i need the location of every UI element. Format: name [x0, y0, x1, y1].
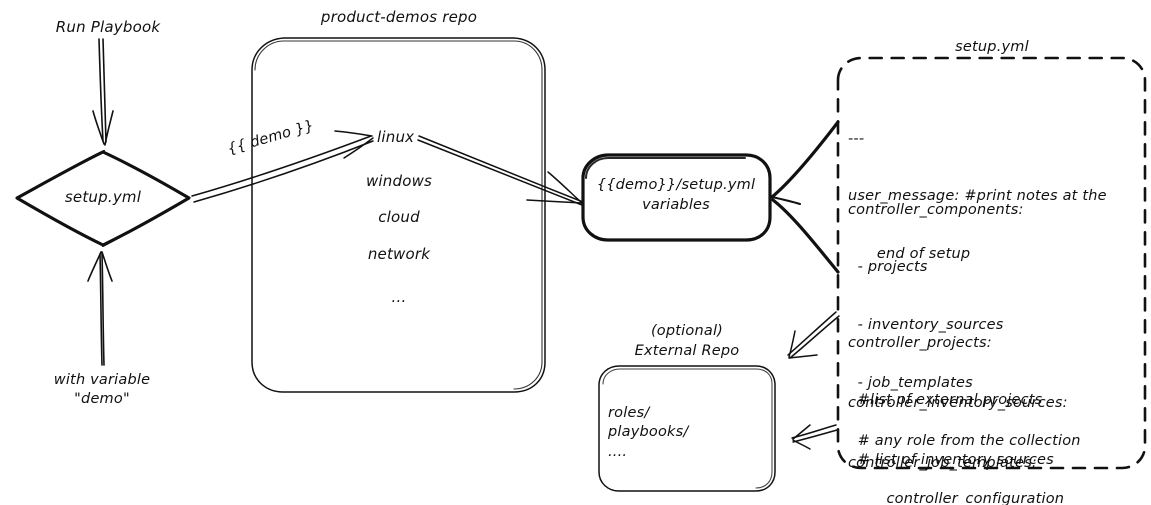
setup-yml-panel-shape — [836, 56, 1147, 470]
external-repo-item-ellipsis: .... — [608, 444, 628, 460]
panel-line: controller_job_templates: — [848, 454, 1037, 471]
panel-block-controller-projects: controller_projects: #list of external p… — [848, 295, 1042, 449]
arrow-run-playbook — [92, 38, 114, 146]
run-playbook-label: Run Playbook — [55, 18, 161, 36]
edges-panel-to-variables — [770, 120, 840, 274]
repo-item-ellipsis: ... — [391, 288, 407, 306]
setup-yml-panel-title: setup.yml — [955, 39, 1029, 55]
external-repo-item-playbooks: playbooks/ — [608, 424, 689, 440]
variables-box-line1: {{demo}}/setup.yml — [596, 177, 756, 193]
product-demos-repo-box-shape — [251, 37, 546, 393]
panel-block-header: --- user_message: #print notes at the en… — [848, 91, 1107, 303]
product-demos-repo-title: product-demos repo — [320, 8, 478, 26]
panel-line: user_message: #print notes at the — [848, 188, 1107, 205]
repo-item-cloud[interactable]: cloud — [378, 208, 420, 226]
repo-item-network[interactable]: network — [367, 245, 431, 263]
panel-line: # any role from the collection — [848, 432, 1081, 449]
external-repo-box-shape — [598, 365, 776, 492]
panel-block-controller-inventory-sources: controller_inventory_sources: # list of … — [848, 355, 1068, 505]
external-repo-item-roles: roles/ — [608, 405, 650, 421]
setup-yml-diamond-shape — [15, 149, 191, 248]
arrow-demo-variable — [191, 130, 374, 203]
setup-yml-node-label: setup.yml — [64, 188, 142, 206]
panel-block-controller-components: controller_components: - projects - inve… — [848, 162, 1081, 505]
panel-line: - projects — [848, 259, 928, 276]
arrow-with-variable — [87, 251, 113, 366]
variables-box-line2: variables — [642, 197, 710, 213]
panel-line: controller_inventory_sources: — [848, 394, 1068, 411]
external-repo-title-line2: External Repo — [634, 343, 740, 359]
arrow-projects-to-external-repo — [787, 311, 840, 359]
with-variable-label-line2: "demo" — [74, 391, 130, 407]
repo-item-windows[interactable]: windows — [365, 172, 433, 190]
with-variable-label-line1: with variable — [53, 372, 151, 388]
panel-block-controller-job-templates: controller_job_templates: # list of job … — [848, 415, 1037, 505]
repo-item-linux[interactable]: linux — [377, 128, 415, 146]
panel-line: - inventory_sources — [848, 317, 1004, 334]
arrow-linux-to-variables — [417, 135, 584, 206]
external-repo-title-line1: (optional) — [650, 323, 724, 339]
panel-line: controller_projects: — [848, 334, 992, 351]
arrow-job-templates-to-external-repo — [791, 424, 838, 450]
edges-panel-to-variables-arrowhead — [770, 195, 802, 206]
panel-line: --- — [848, 130, 865, 147]
panel-line: #list of external projects — [848, 392, 1043, 409]
panel-line: controller_components: — [848, 201, 1024, 218]
panel-line: - job_templates — [848, 375, 973, 392]
panel-line: controller_configuration — [848, 490, 1065, 505]
panel-line: end of setup — [848, 246, 971, 263]
panel-line: # list of inventory sources — [848, 452, 1054, 469]
variables-box-shape — [581, 153, 772, 242]
